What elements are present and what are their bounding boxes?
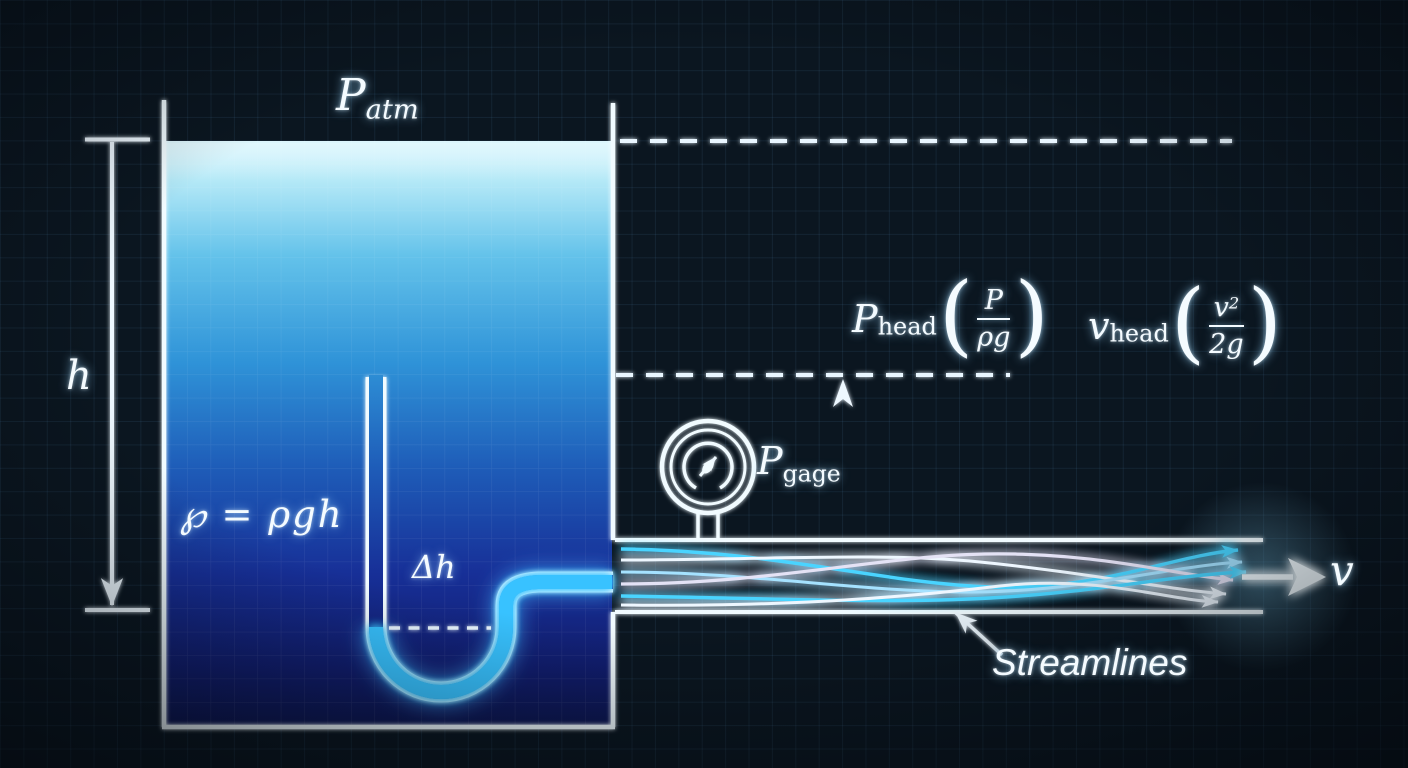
p-gage-label: Pgage bbox=[757, 439, 841, 485]
p-atm-subscript: atm bbox=[365, 94, 419, 126]
fraction-numerator: v2 bbox=[1213, 292, 1240, 324]
fraction-bar bbox=[977, 318, 1011, 321]
close-paren: ) bbox=[1014, 263, 1049, 366]
open-paren: ( bbox=[1170, 270, 1206, 373]
fraction-numerator: P bbox=[984, 285, 1003, 317]
velocity-head-subscript: head bbox=[1109, 319, 1169, 348]
p-gage-subscript: gage bbox=[782, 459, 841, 488]
water-surface-glow bbox=[166, 143, 612, 180]
pressure-head-base: P bbox=[852, 297, 878, 342]
p-atm-label: Patm bbox=[336, 74, 419, 125]
pressure-head-subscript: head bbox=[877, 312, 937, 341]
velocity-head-fraction: v2 2g bbox=[1209, 292, 1244, 361]
open-paren: ( bbox=[938, 263, 974, 366]
p-atm-base: P bbox=[336, 70, 366, 121]
fraction-denominator: ρg bbox=[977, 322, 1011, 354]
pressure-head-fraction: P ρg bbox=[977, 285, 1011, 354]
pressure-gauge-icon bbox=[659, 418, 757, 538]
fraction-bar bbox=[1209, 325, 1244, 328]
velocity-head-base: v bbox=[1088, 304, 1110, 349]
height-label: h bbox=[66, 353, 92, 399]
delta-h-label: Δh bbox=[412, 548, 456, 586]
hydrostatic-pressure-equation: ℘ = ρgh bbox=[180, 493, 344, 536]
p-gage-base: P bbox=[757, 439, 783, 483]
close-paren: ) bbox=[1247, 270, 1282, 373]
numerator-exponent: 2 bbox=[1228, 293, 1240, 313]
streamlines-group bbox=[620, 545, 1247, 608]
exit-velocity-label: v bbox=[1330, 546, 1354, 595]
fraction-denominator: 2g bbox=[1209, 329, 1244, 361]
height-dimension bbox=[85, 137, 150, 612]
streamlines-label: Streamlines bbox=[992, 642, 1188, 683]
